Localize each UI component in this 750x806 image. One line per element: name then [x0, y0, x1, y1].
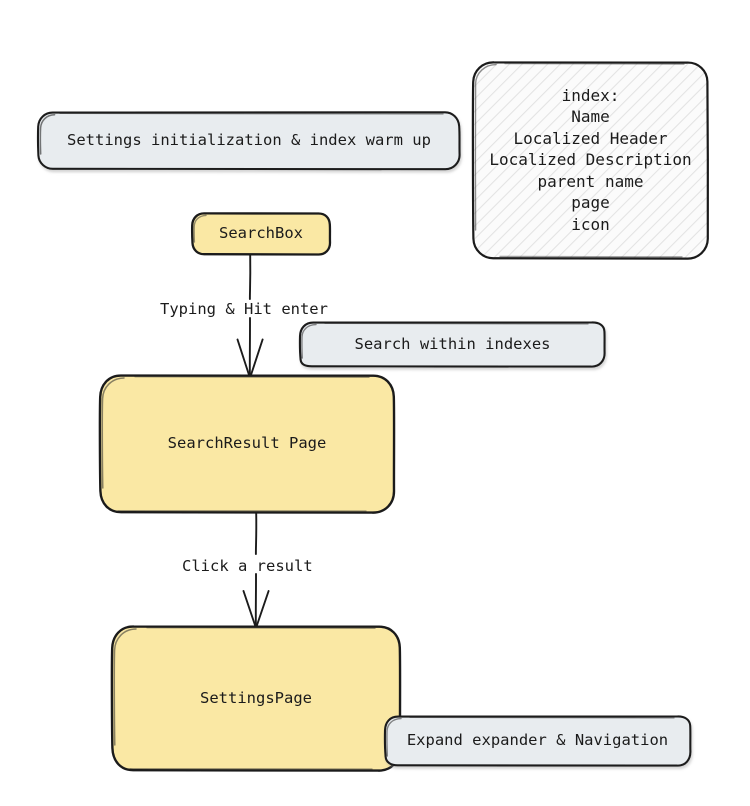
edge-searchbox-to-searchresult [236, 254, 264, 379]
node-searchbox[interactable] [190, 212, 332, 256]
node-settings-init-note[interactable] [36, 111, 461, 171]
node-searchresult-page[interactable] [98, 374, 396, 514]
edge-searchresult-to-settingspage [242, 512, 270, 629]
node-settings-page[interactable] [110, 625, 402, 772]
node-expand-note[interactable] [383, 715, 692, 767]
node-search-within-note[interactable] [298, 321, 606, 368]
node-index-note[interactable] [471, 61, 710, 260]
